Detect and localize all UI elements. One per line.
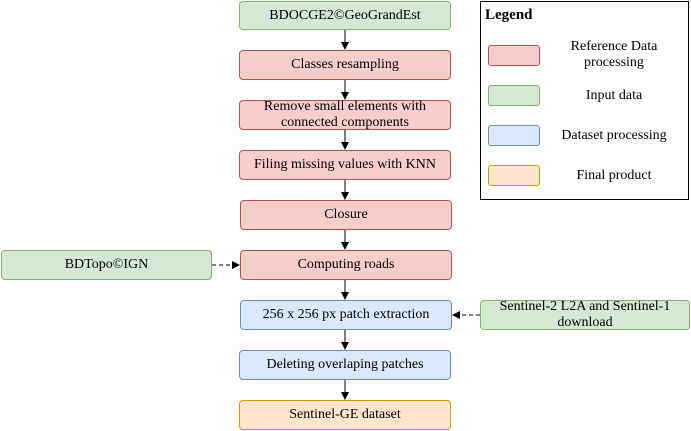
legend-label-dataset: Dataset processing: [561, 127, 667, 143]
node-closure: Closure: [240, 200, 452, 230]
legend-label-reference: Reference Data processing: [570, 39, 658, 70]
legend-title: Legend: [485, 7, 533, 23]
node-computing-roads: Computing roads: [240, 250, 452, 280]
node-classes-resampling: Classes resampling: [239, 50, 451, 80]
node-patch-extraction: 256 x 256 px patch extraction: [240, 300, 452, 330]
node-sentinel-download: Sentinel-2 L2A and Sentinel-1 download: [480, 299, 690, 330]
node-deleting-overlapping-patches: Deleting overlaping patches: [239, 350, 451, 380]
node-remove-small-elements: Remove small elements with connected com…: [239, 99, 451, 130]
legend-swatch-reference: [488, 45, 540, 66]
legend-swatch-dataset: [488, 125, 540, 146]
node-sentinel-ge-dataset: Sentinel-GE dataset: [239, 400, 451, 430]
legend-label-input: Input data: [585, 87, 643, 103]
node-filling-missing-values: Filing missing values with KNN: [239, 150, 451, 180]
legend-swatch-input: [488, 85, 540, 106]
legend-label-final: Final product: [576, 167, 652, 183]
node-bdocge2-source: BDOCGE2©GeoGrandEst: [239, 1, 451, 30]
node-bdtopo-ign: BDTopo©IGN: [1, 250, 212, 280]
legend-swatch-final: [488, 165, 540, 186]
